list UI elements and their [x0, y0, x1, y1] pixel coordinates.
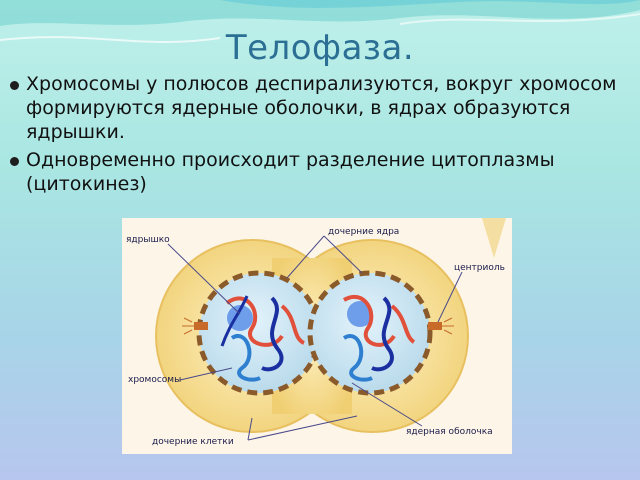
- nucleolus-left: [227, 305, 253, 331]
- top-wave-decoration: [0, 0, 640, 43]
- centriole-right: [428, 317, 454, 335]
- bullet-list: Хромосомы у полюсов деспирализуются, вок…: [6, 72, 626, 200]
- slide-title: Телофаза.: [225, 28, 415, 68]
- label-daughter-nuclei: дочерние ядра: [328, 227, 399, 237]
- centriole-left: [182, 317, 208, 335]
- label-daughter-cells: дочерние клетки: [152, 437, 234, 447]
- bullet-item: Одновременно происходит разделение цитоп…: [6, 148, 626, 196]
- label-nuclear-envelope: ядерная оболочка: [406, 427, 493, 437]
- bullet-dot-icon: [10, 81, 19, 90]
- bullet-text: Хромосомы у полюсов деспирализуются, вок…: [26, 73, 617, 143]
- label-nucleolus: ядрышко: [126, 235, 170, 245]
- label-chromosomes: хромосомы: [128, 375, 181, 385]
- bullet-text: Одновременно происходит разделение цитоп…: [26, 149, 555, 195]
- telophase-diagram: ядрышко дочерние ядра центриоль хромосом…: [122, 218, 512, 454]
- label-centriole: центриоль: [454, 263, 505, 273]
- right-nucleus: [307, 270, 433, 396]
- bullet-item: Хромосомы у полюсов деспирализуются, вок…: [6, 72, 626, 144]
- bullet-dot-icon: [10, 157, 19, 166]
- nucleolus-right: [347, 301, 373, 327]
- label-lines: [167, 235, 463, 441]
